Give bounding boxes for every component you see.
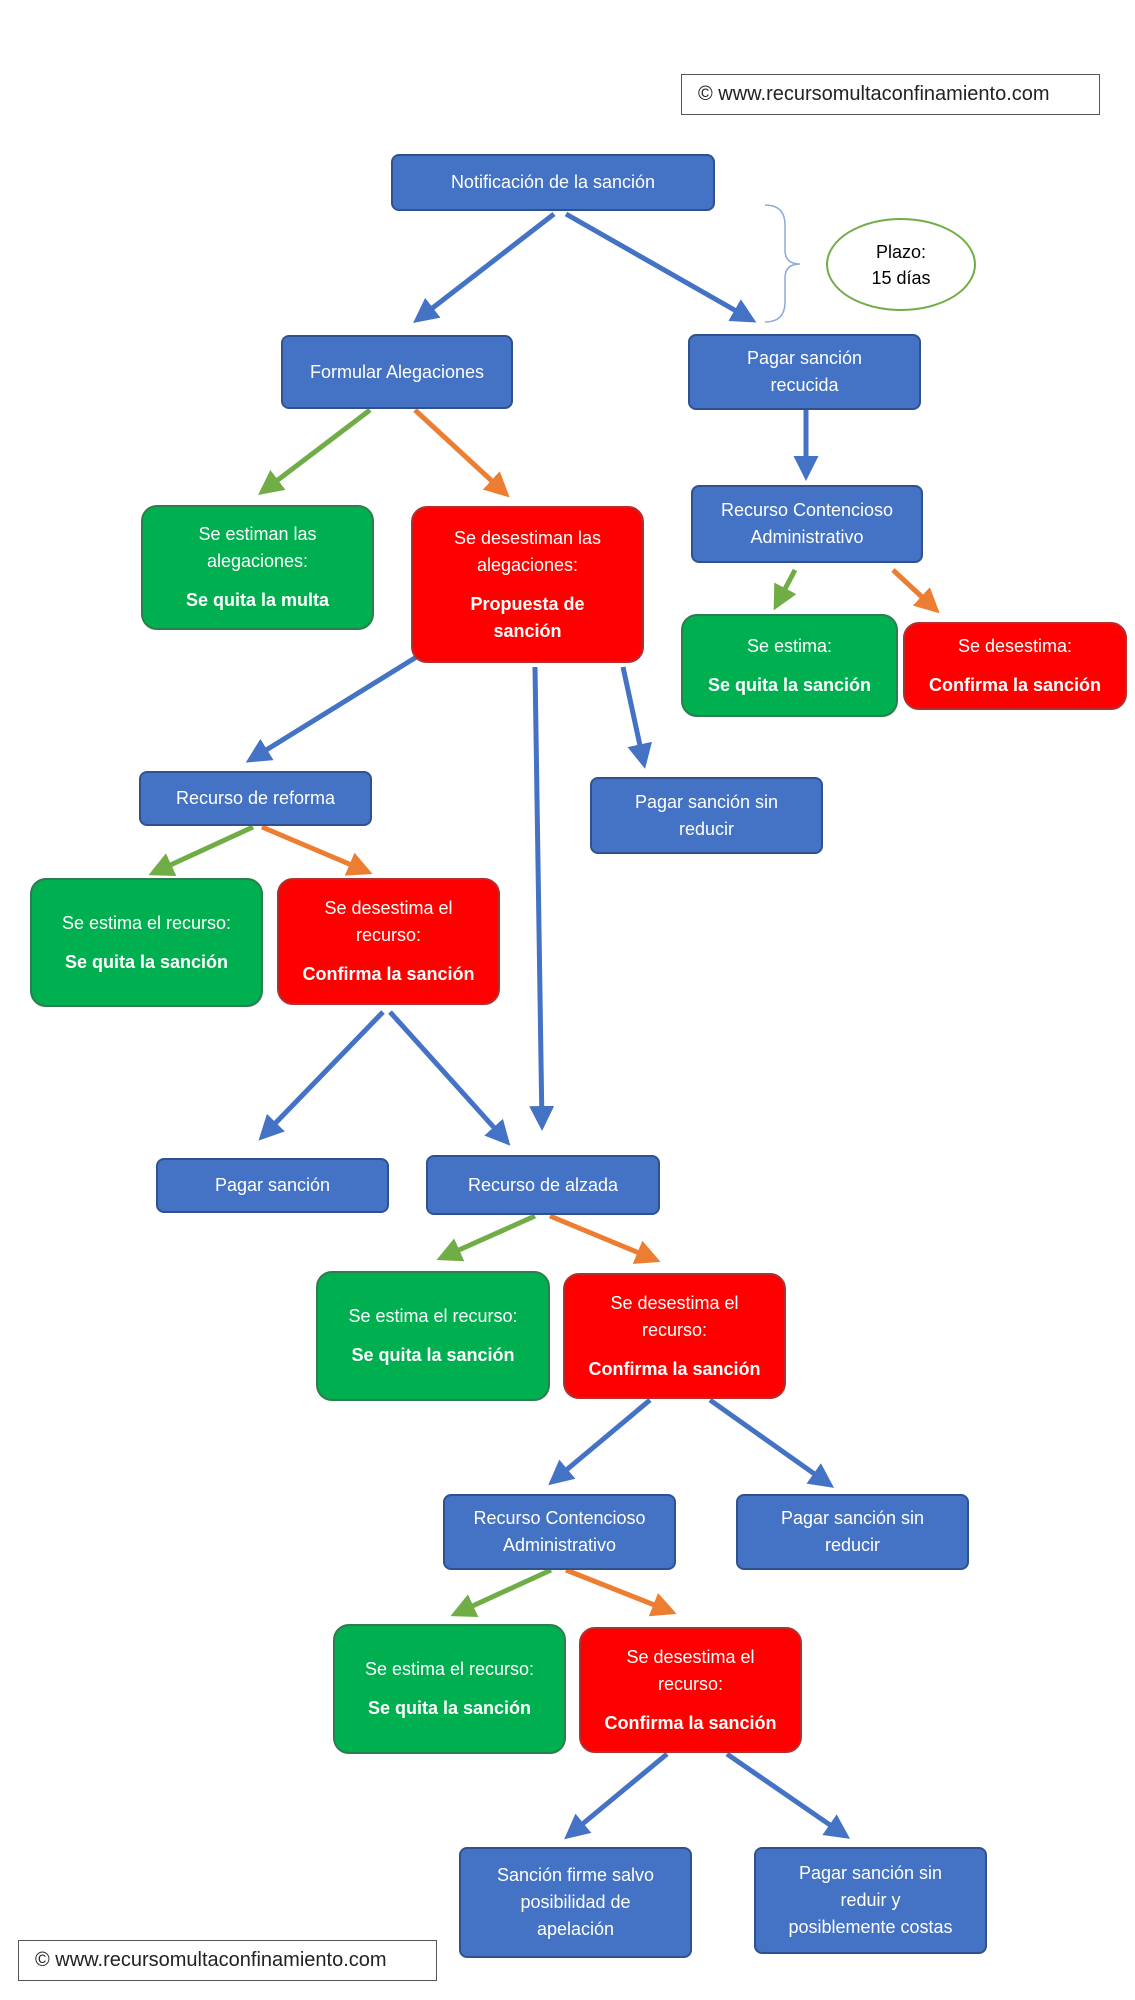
edge-alzada-estima <box>436 1213 537 1262</box>
edge-desreforma-alzada <box>388 1010 511 1146</box>
desestima-contencioso-2-node: Se desestima el recurso: Confirma la san… <box>579 1627 802 1753</box>
notificacion-label: Notificación de la sanción <box>450 172 656 192</box>
estima-contencioso-2-line: Se estima el recurso: <box>364 1659 535 1679</box>
contencioso-2-line-2: Administrativo <box>502 1535 617 1555</box>
edge-formular-estiman <box>258 408 372 496</box>
contencioso-2-line-1: Recurso Contencioso <box>473 1508 646 1528</box>
estima-1-line: Se estima: <box>746 635 833 656</box>
contencioso-1-node: Recurso Contencioso Administrativo <box>691 485 923 563</box>
edge-formular-desestiman <box>413 408 510 498</box>
plazo-line-2: 15 días <box>871 267 931 288</box>
costas-line-3: posiblemente costas <box>788 1917 953 1937</box>
reforma-label: Recurso de reforma <box>175 788 336 808</box>
estima-reforma-line: Se estima el recurso: <box>61 912 232 933</box>
pagar-sin-reducir-2-node: Pagar sanción sin reducir <box>736 1494 969 1570</box>
pagar-sin-reducir-1-line-2: reducir <box>678 818 735 839</box>
desestima-contencioso-2-line-2: recurso: <box>657 1673 724 1694</box>
estima-reforma-node: Se estima el recurso: Se quita la sanció… <box>30 878 263 1007</box>
pagar-sin-reducir-2-line-1: Pagar sanción sin <box>780 1508 925 1528</box>
desestiman-node: Se desestiman las alegaciones: Propuesta… <box>411 506 644 663</box>
watermark-top: © www.recursomultaconfinamiento.com <box>681 74 1100 115</box>
estima-contencioso-2-node: Se estima el recurso: Se quita la sanció… <box>333 1624 566 1754</box>
formular-alegaciones-node: Formular Alegaciones <box>281 335 513 409</box>
edge-desestiman-alzada <box>529 666 555 1131</box>
firme-line-2: posibilidad de <box>520 1892 631 1912</box>
desestiman-result-1: Propuesta de <box>470 593 585 614</box>
firme-line-3: apelación <box>536 1919 615 1939</box>
contencioso-2-node: Recurso Contencioso Administrativo <box>443 1494 676 1570</box>
edge-reforma-estima <box>148 824 255 876</box>
edge-desreforma-pagar <box>258 1010 385 1141</box>
edge-notif-formular <box>413 212 556 324</box>
estima-1-result: Se quita la sanción <box>707 674 872 695</box>
edge-contencioso2-estima <box>450 1567 553 1618</box>
desestima-alzada-line-2: recurso: <box>641 1319 708 1340</box>
pagar-reducida-line-2: recucida <box>770 375 839 395</box>
pagar-costas-node: Pagar sanción sin reduir y posiblemente … <box>754 1847 987 1954</box>
costas-line-1: Pagar sanción sin <box>798 1863 943 1883</box>
plazo-line-1: Plazo: <box>875 241 927 262</box>
pagar-sin-reducir-2-line-2: reducir <box>824 1535 881 1555</box>
edge-alzada-desestima <box>549 1213 661 1264</box>
estiman-result: Se quita la multa <box>185 590 330 610</box>
edge-contencioso2-desestima <box>565 1567 677 1617</box>
desestima-alzada-node: Se desestima el recurso: Confirma la san… <box>563 1273 786 1399</box>
estiman-line-2: alegaciones: <box>206 551 309 571</box>
desestima-1-result: Confirma la sanción <box>928 675 1102 695</box>
desestima-reforma-node: Se desestima el recurso: Confirma la san… <box>277 878 500 1005</box>
plazo-oval: Plazo: 15 días <box>826 218 976 311</box>
pagar-sancion-node: Pagar sanción <box>156 1158 389 1213</box>
estima-reforma-result: Se quita la sanción <box>64 951 229 972</box>
formular-label: Formular Alegaciones <box>309 361 485 382</box>
estiman-line-1: Se estiman las <box>198 524 317 544</box>
contencioso-1-line-1: Recurso Contencioso <box>720 500 894 520</box>
pagar-reducida-line-1: Pagar sanción <box>746 348 863 368</box>
alzada-label: Recurso de alzada <box>467 1174 619 1195</box>
sancion-firme-node: Sanción firme salvo posibilidad de apela… <box>459 1847 692 1958</box>
desestiman-line-1: Se desestiman las <box>453 527 602 548</box>
desestima-alzada-result: Confirma la sanción <box>588 1358 761 1379</box>
watermark-bottom: © www.recursomultaconfinamiento.com <box>18 1940 437 1981</box>
desestima-1-node: Se desestima: Confirma la sanción <box>903 622 1127 710</box>
pagar-sin-reducir-1-line-1: Pagar sanción sin <box>634 791 779 812</box>
edge-descontencioso2-costas <box>725 1751 851 1839</box>
edge-desestiman-pagar <box>620 666 652 769</box>
pagar-sin-reducir-1-node: Pagar sanción sin reducir <box>590 777 823 854</box>
edge-contencioso1-estima <box>773 568 798 611</box>
estima-contencioso-2-result: Se quita la sanción <box>367 1698 532 1718</box>
edge-desestiman-reforma <box>245 653 420 763</box>
desestima-1-line: Se desestima: <box>957 636 1073 656</box>
recurso-reforma-node: Recurso de reforma <box>139 771 372 826</box>
edge-desalzada-pagar <box>708 1397 835 1488</box>
desestima-alzada-line-1: Se desestima el <box>610 1292 739 1313</box>
plazo-brace <box>764 204 801 323</box>
pagar-reducida-node: Pagar sanción recucida <box>688 334 921 410</box>
desestima-reforma-line-1: Se desestima el <box>324 898 453 918</box>
estiman-node: Se estiman las alegaciones: Se quita la … <box>141 505 374 630</box>
desestima-reforma-result: Confirma la sanción <box>302 964 475 984</box>
desestima-contencioso-2-result: Confirma la sanción <box>604 1712 777 1733</box>
costas-line-2: reduir y <box>840 1890 901 1910</box>
edge-desalzada-contencioso2 <box>548 1398 652 1486</box>
estima-alzada-line: Se estima el recurso: <box>348 1306 518 1326</box>
recurso-alzada-node: Recurso de alzada <box>426 1155 660 1215</box>
edge-descontencioso2-firme <box>564 1752 669 1840</box>
desestiman-line-2: alegaciones: <box>476 554 579 575</box>
edge-notif-pagar <box>564 211 757 323</box>
edge-contencioso1-desestima <box>891 568 940 614</box>
estima-alzada-node: Se estima el recurso: Se quita la sanció… <box>316 1271 550 1401</box>
desestima-reforma-line-2: recurso: <box>355 925 422 945</box>
desestima-contencioso-2-line-1: Se desestima el <box>626 1646 755 1667</box>
notificacion-node: Notificación de la sanción <box>391 154 715 211</box>
firme-line-1: Sanción firme salvo <box>496 1865 655 1885</box>
estima-alzada-result: Se quita la sanción <box>351 1345 515 1365</box>
desestiman-result-2: sanción <box>493 620 562 641</box>
estima-1-node: Se estima: Se quita la sanción <box>681 614 898 717</box>
contencioso-1-line-2: Administrativo <box>750 527 864 547</box>
pagar-sancion-label: Pagar sanción <box>214 1175 331 1195</box>
edge-reforma-desestima <box>261 824 373 876</box>
